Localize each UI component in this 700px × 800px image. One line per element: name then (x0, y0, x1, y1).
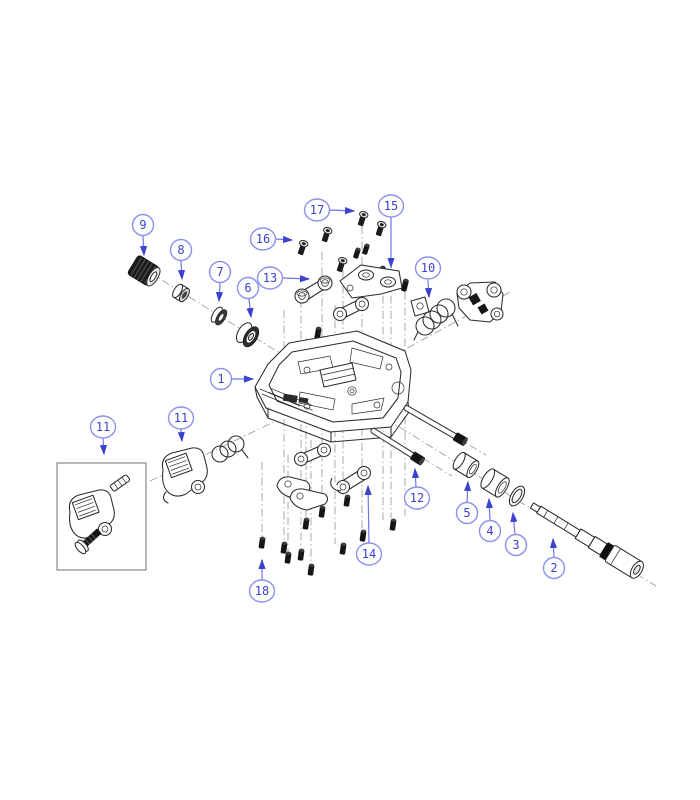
callout-11: 11 (167, 406, 195, 443)
svg-text:17: 17 (310, 203, 324, 217)
svg-text:12: 12 (410, 491, 424, 505)
svg-text:9: 9 (139, 218, 146, 232)
part-lock-nut (172, 283, 190, 303)
part-front-claw (161, 447, 208, 504)
detail-box (56, 462, 147, 571)
callout-5: 5 (455, 480, 479, 525)
svg-text:13: 13 (263, 271, 277, 285)
svg-text:14: 14 (362, 547, 376, 561)
callout-18: 18 (248, 558, 276, 603)
svg-text:18: 18 (255, 584, 269, 598)
callout-12: 12 (403, 467, 431, 510)
part-top-plate (339, 264, 403, 299)
svg-text:7: 7 (216, 265, 223, 279)
part-o-ring (508, 485, 526, 507)
part-bearing (235, 322, 260, 348)
part-rear-claw (456, 281, 504, 323)
callout-15: 15 (377, 194, 405, 269)
callout-3: 3 (504, 511, 528, 557)
callout-1: 1 (209, 367, 255, 391)
svg-text:8: 8 (177, 243, 184, 257)
part-cam-left (276, 476, 329, 511)
callout-6: 6 (236, 276, 260, 319)
callouts: 1 2 3 4 5 6 7 (89, 194, 566, 603)
callout-14: 14 (355, 484, 383, 566)
svg-text:2: 2 (550, 561, 557, 575)
svg-text:11: 11 (96, 420, 110, 434)
bottom-pins (258, 494, 397, 576)
part-sleeve (480, 468, 510, 498)
svg-text:1: 1 (217, 372, 224, 386)
callout-4: 4 (478, 497, 502, 543)
svg-text:4: 4 (486, 524, 493, 538)
part-cone-washer (210, 306, 228, 326)
svg-text:16: 16 (256, 232, 270, 246)
svg-text:3: 3 (512, 538, 519, 552)
callout-11-box: 11 (89, 415, 117, 456)
callout-8: 8 (169, 238, 193, 281)
callout-2: 2 (542, 537, 566, 580)
part-link-right (330, 465, 372, 495)
part-bottom-plate (293, 442, 332, 467)
part-lower-link (332, 296, 370, 322)
callout-16: 16 (249, 227, 294, 251)
part-claw-spring (211, 435, 249, 463)
part-torsion-spring (413, 298, 459, 341)
svg-text:10: 10 (421, 261, 435, 275)
part-bushing (452, 451, 480, 479)
part-dust-cap (127, 255, 161, 287)
callout-7: 7 (208, 260, 232, 303)
svg-text:11: 11 (174, 411, 188, 425)
svg-text:5: 5 (463, 506, 470, 520)
svg-text:15: 15 (384, 199, 398, 213)
callout-13: 13 (256, 266, 311, 290)
part-axle-bolts (370, 405, 468, 466)
part-pedal-body (254, 330, 412, 443)
callout-10: 10 (414, 256, 442, 299)
part-link-arm (294, 275, 333, 304)
callout-17: 17 (303, 198, 356, 222)
callout-9: 9 (131, 213, 155, 257)
part-spindle (529, 502, 644, 579)
svg-text:6: 6 (244, 281, 251, 295)
